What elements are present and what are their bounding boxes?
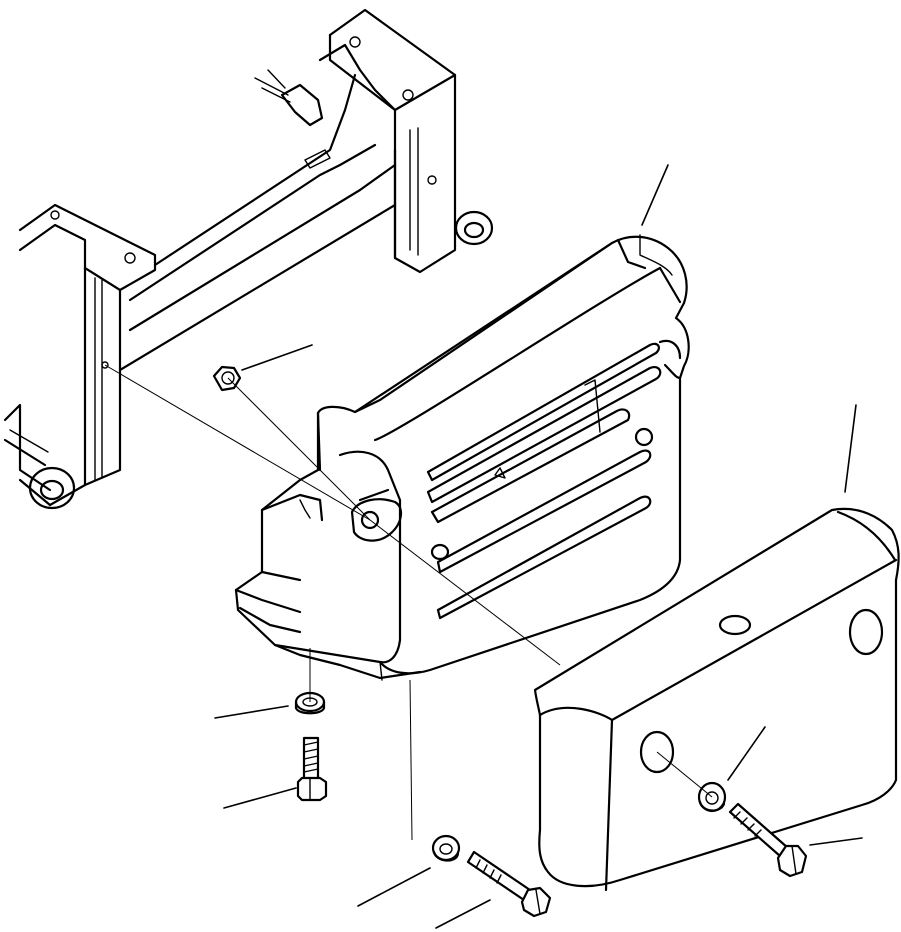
callout-leader — [214, 705, 289, 719]
callout-leader — [223, 787, 297, 809]
callout-leader — [844, 404, 857, 493]
frame — [3, 8, 494, 510]
callout-leader — [357, 867, 431, 907]
grille-slot — [426, 366, 662, 504]
assembly-centerlines — [104, 364, 713, 841]
bolt — [296, 736, 328, 802]
callout-leader — [809, 837, 863, 846]
grille-slot — [426, 342, 660, 482]
cover-hole — [848, 608, 884, 656]
callout-leaders — [214, 164, 863, 929]
nut — [212, 365, 242, 392]
callout-leader — [727, 726, 766, 781]
grille-slot — [430, 408, 631, 524]
counterweight-cover — [533, 507, 900, 892]
bolt — [466, 850, 552, 918]
bolt — [728, 802, 808, 878]
grille-slot — [436, 495, 652, 620]
callout-leader — [241, 344, 313, 371]
grille-slot — [436, 449, 652, 574]
counterweight — [234, 234, 690, 681]
cover-hole — [639, 730, 675, 774]
callout-leader — [435, 899, 491, 929]
washer — [431, 834, 461, 862]
cover-hole — [718, 614, 752, 636]
callout-leader — [641, 164, 669, 226]
